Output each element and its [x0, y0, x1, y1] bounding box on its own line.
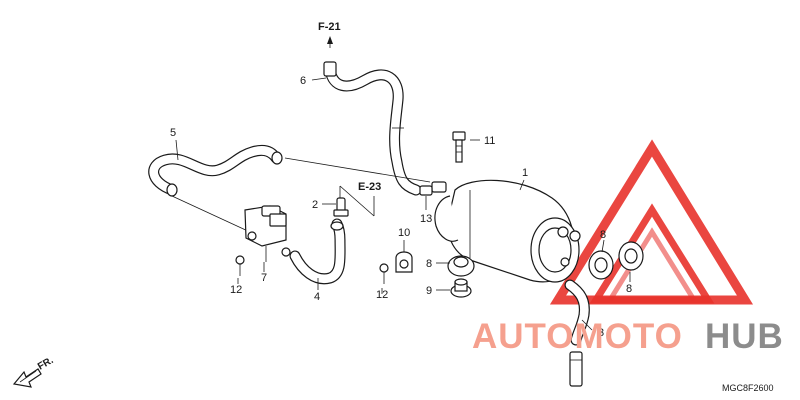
watermark-logo-icon: [549, 139, 754, 305]
callout-3: 3: [598, 327, 604, 339]
grommet-8-right: [588, 250, 614, 280]
hose-4: [289, 218, 346, 285]
callout-7: 7: [261, 272, 267, 284]
screw-12-left: [235, 255, 245, 276]
hose-6: [323, 61, 422, 196]
callout-8-far-right: 8: [626, 283, 632, 295]
canister: [431, 179, 581, 283]
leader-lines: [175, 36, 631, 331]
clamp-10: [395, 251, 413, 273]
hose-3: [564, 279, 590, 387]
hose-5: [148, 144, 283, 197]
callout-4: 4: [314, 291, 320, 303]
solenoid-valve-7: [244, 205, 291, 262]
front-label: FR.: [36, 355, 56, 373]
callout-8-right: 8: [600, 229, 606, 241]
joint-2: [333, 197, 349, 217]
connection-lines: [171, 157, 431, 233]
watermark-text-automoto: AUTOMOTO: [472, 317, 683, 356]
reference-e23: E-23: [358, 181, 381, 193]
grommet-8-far-right: [618, 241, 644, 271]
callout-12-middle: 12: [376, 289, 388, 301]
screw-12-middle: [379, 263, 389, 284]
callout-1: 1: [522, 167, 528, 179]
front-arrow-icon: [12, 368, 42, 388]
reference-f21: F-21: [318, 21, 341, 33]
diagram-code: MGC8F2600: [722, 383, 774, 393]
callout-8-left: 8: [426, 258, 432, 270]
callout-13: 13: [420, 213, 432, 225]
callout-6: 6: [300, 75, 306, 87]
watermark-text-hub: HUB: [705, 317, 784, 356]
callout-5: 5: [170, 127, 176, 139]
callout-2: 2: [312, 199, 318, 211]
callout-11: 11: [484, 135, 495, 147]
fitting-13: [419, 185, 433, 196]
callout-10: 10: [398, 227, 410, 239]
collar-9: [450, 278, 472, 298]
callout-9: 9: [426, 285, 432, 297]
callout-12-left: 12: [230, 284, 242, 296]
bolt-11: [452, 131, 466, 163]
grommet-8-left: [447, 255, 475, 277]
